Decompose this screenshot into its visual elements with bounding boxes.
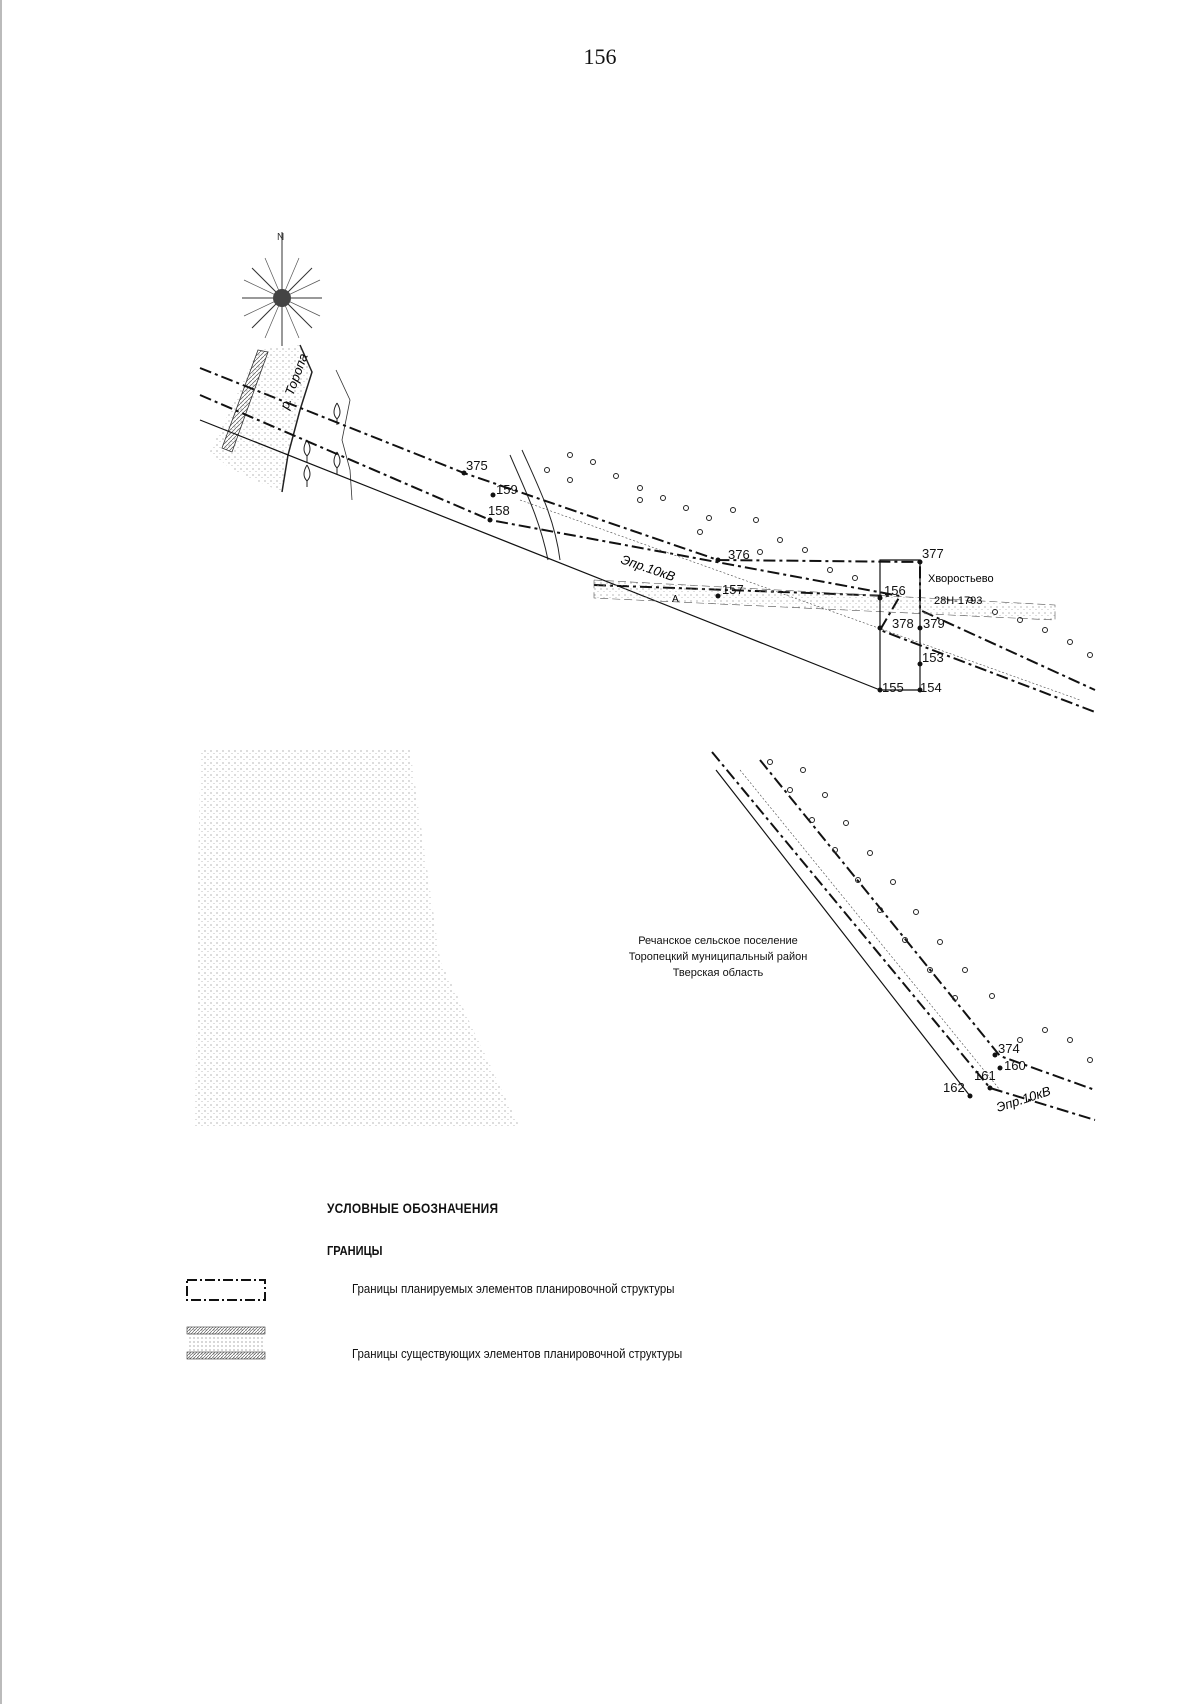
point-label-153: 153	[922, 650, 944, 665]
point-label-155: 155	[882, 680, 904, 695]
point-a-label: А	[672, 594, 679, 605]
region-caption-line1: Речанское сельское поселение	[638, 935, 798, 947]
boundary-line-lower	[199, 394, 1096, 713]
point-label-157: 157	[722, 582, 744, 597]
powerline	[199, 419, 971, 1097]
north-label: N	[277, 232, 284, 243]
river-area	[210, 345, 310, 492]
point-label-162: 162	[943, 1080, 965, 1095]
regional-road-band	[593, 579, 1056, 621]
stippled-field	[195, 750, 520, 1128]
point-label-378: 378	[892, 616, 914, 631]
legend-item-planned: Границы планируемых элементов планировоч…	[185, 1277, 1005, 1303]
survey-point-markers	[461, 470, 1003, 1099]
river-bank-hatch	[221, 349, 269, 453]
point-label-156: 156	[884, 583, 906, 598]
point-label-374: 374	[998, 1041, 1020, 1056]
boundary-line-upper	[199, 367, 1096, 691]
legend-item-existing: Границы существующих элементов планирово…	[185, 1325, 1005, 1361]
point-label-377: 377	[922, 546, 944, 561]
boundary-line-c	[711, 751, 1096, 1121]
tree-icon	[303, 402, 341, 487]
river-edge-right	[335, 369, 353, 501]
legend-title: УСЛОВНЫЕ ОБОЗНАЧЕНИЯ	[327, 1200, 499, 1216]
hatched-border-icon	[186, 1326, 266, 1360]
road-edge-left	[509, 454, 549, 561]
legend-section-title: ГРАНИЦЫ	[327, 1243, 383, 1258]
boundary-line-b	[759, 759, 1096, 1091]
point-label-158: 158	[488, 503, 510, 518]
road-edge-right	[521, 449, 561, 561]
point-label-161: 161	[974, 1068, 996, 1083]
legend-label-existing: Границы существующих элементов планирово…	[352, 1346, 683, 1361]
settlement-markers-lower	[767, 759, 1093, 1063]
settlement-markers-upper	[544, 452, 1093, 658]
region-caption-line2: Торопецкий муниципальный район	[629, 951, 808, 963]
point-label-379: 379	[923, 616, 945, 631]
page-number: 156	[583, 44, 617, 69]
point-label-376: 376	[728, 547, 750, 562]
point-label-154: 154	[920, 680, 942, 695]
river-edge	[281, 344, 313, 493]
road-label: 28Н-1793	[934, 595, 982, 607]
point-label-159: 159	[496, 482, 518, 497]
point-label-160: 160	[1004, 1058, 1026, 1073]
village-label: Хворостьево	[928, 573, 994, 585]
powerline-label-1: Эпр.10кВ	[619, 552, 677, 585]
legend-label-planned: Границы планируемых элементов планировоч…	[352, 1281, 675, 1296]
map: N р. Торопа	[195, 232, 1096, 1128]
scan-edge	[0, 0, 2, 1704]
point-label-375: 375	[466, 458, 488, 473]
compass-rose-icon	[242, 232, 322, 346]
powerline-label-2: Эпр.10кВ	[994, 1083, 1052, 1115]
region-caption-line3: Тверская область	[673, 967, 764, 979]
dash-dot-border-icon	[186, 1279, 266, 1301]
